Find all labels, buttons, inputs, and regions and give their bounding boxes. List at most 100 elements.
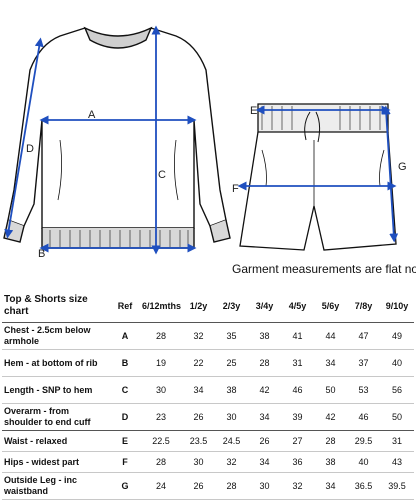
cell: 36.5 xyxy=(347,472,380,500)
header-ref: Ref xyxy=(110,290,140,323)
cell: 22 xyxy=(182,349,215,377)
row-ref: A xyxy=(110,322,140,350)
cell: 26 xyxy=(182,472,215,500)
letter-f: F xyxy=(232,183,239,195)
header-size: 3/4y xyxy=(248,290,281,323)
cell: 34 xyxy=(182,376,215,404)
cell: 30 xyxy=(140,376,182,404)
cell: 38 xyxy=(215,376,248,404)
cell: 39.5 xyxy=(380,472,414,500)
cell: 25 xyxy=(215,349,248,377)
table-row: Chest - 2.5cm below armhole A 28 32 35 3… xyxy=(2,322,414,350)
table-row: Hem - at bottom of rib B 19 22 25 28 31 … xyxy=(2,349,414,377)
cell: 50 xyxy=(314,376,347,404)
cell: 27 xyxy=(281,430,314,452)
sweatshirt-drawing xyxy=(3,26,231,249)
cell: 32 xyxy=(182,322,215,350)
cell: 44 xyxy=(314,322,347,350)
header-size: 5/6y xyxy=(314,290,347,323)
cell: 41 xyxy=(281,322,314,350)
row-ref: C xyxy=(110,376,140,404)
cell: 31 xyxy=(380,430,414,452)
cell: 34 xyxy=(314,349,347,377)
row-ref: B xyxy=(110,349,140,377)
row-label: Hips - widest part xyxy=(2,451,110,473)
cell: 46 xyxy=(281,376,314,404)
header-size: 4/5y xyxy=(281,290,314,323)
cell: 34 xyxy=(248,403,281,431)
table-row: Outside Leg - inc waistband G 24 26 28 3… xyxy=(2,472,414,500)
row-label: Chest - 2.5cm below armhole xyxy=(2,322,110,350)
cell: 28 xyxy=(140,451,182,473)
table-row: Length - SNP to hem C 30 34 38 42 46 50 … xyxy=(2,376,414,404)
row-label: Outside Leg - inc waistband xyxy=(2,472,110,500)
cell: 28 xyxy=(314,430,347,452)
row-label: Overarm - from shoulder to end cuff xyxy=(2,403,110,431)
cell: 30 xyxy=(248,472,281,500)
cell: 22.5 xyxy=(140,430,182,452)
letter-g: G xyxy=(398,161,407,173)
row-ref: G xyxy=(110,472,140,500)
cell: 53 xyxy=(347,376,380,404)
cell: 38 xyxy=(314,451,347,473)
cell: 34 xyxy=(314,472,347,500)
cell: 39 xyxy=(281,403,314,431)
letter-a: A xyxy=(88,109,96,121)
shorts-measure-lines xyxy=(237,105,399,243)
cell: 38 xyxy=(248,322,281,350)
cell: 36 xyxy=(281,451,314,473)
cell: 40 xyxy=(380,349,414,377)
header-size: 2/3y xyxy=(215,290,248,323)
row-label: Length - SNP to hem xyxy=(2,376,110,404)
cell: 50 xyxy=(380,403,414,431)
letter-b: B xyxy=(38,248,45,260)
cell: 42 xyxy=(314,403,347,431)
cell: 49 xyxy=(380,322,414,350)
letter-d: D xyxy=(26,143,34,155)
cell: 28 xyxy=(215,472,248,500)
header-row: Top & Shorts size chart Ref 6/12mths 1/2… xyxy=(2,290,414,323)
cell: 24 xyxy=(140,472,182,500)
cell: 30 xyxy=(182,451,215,473)
size-chart-table: Top & Shorts size chart Ref 6/12mths 1/2… xyxy=(2,290,414,500)
cell: 29.5 xyxy=(347,430,380,452)
row-ref: D xyxy=(110,403,140,431)
size-chart: Top & Shorts size chart Ref 6/12mths 1/2… xyxy=(2,290,414,500)
cell: 23.5 xyxy=(182,430,215,452)
cell: 32 xyxy=(281,472,314,500)
cell: 31 xyxy=(281,349,314,377)
cell: 30 xyxy=(215,403,248,431)
cell: 24.5 xyxy=(215,430,248,452)
cell: 34 xyxy=(248,451,281,473)
cell: 56 xyxy=(380,376,414,404)
cell: 35 xyxy=(215,322,248,350)
row-label: Hem - at bottom of rib xyxy=(2,349,110,377)
header-size: 7/8y xyxy=(347,290,380,323)
letter-e: E xyxy=(250,105,257,117)
sweatshirt-measure-lines xyxy=(4,25,197,255)
table-row: Waist - relaxed E 22.5 23.5 24.5 26 27 2… xyxy=(2,430,414,452)
shorts-letters: E F G xyxy=(232,105,407,195)
cell: 40 xyxy=(347,451,380,473)
cell: 28 xyxy=(248,349,281,377)
cell: 42 xyxy=(248,376,281,404)
cell: 26 xyxy=(182,403,215,431)
table-row: Overarm - from shoulder to end cuff D 23… xyxy=(2,403,414,431)
cell: 37 xyxy=(347,349,380,377)
measurement-note: Garment measurements are flat not xyxy=(232,262,416,276)
letter-c: C xyxy=(158,169,166,181)
header-size: 1/2y xyxy=(182,290,215,323)
sweatshirt-letters: A B C D xyxy=(26,109,166,260)
header-size: 9/10y xyxy=(380,290,414,323)
cell: 46 xyxy=(347,403,380,431)
garment-illustration: A B C D E F G xyxy=(3,25,407,260)
cell: 28 xyxy=(140,322,182,350)
cell: 26 xyxy=(248,430,281,452)
cell: 43 xyxy=(380,451,414,473)
row-label: Waist - relaxed xyxy=(2,430,110,452)
cell: 32 xyxy=(215,451,248,473)
cell: 19 xyxy=(140,349,182,377)
cell: 23 xyxy=(140,403,182,431)
chart-title: Top & Shorts size chart xyxy=(2,290,110,323)
shorts-drawing xyxy=(239,103,397,251)
